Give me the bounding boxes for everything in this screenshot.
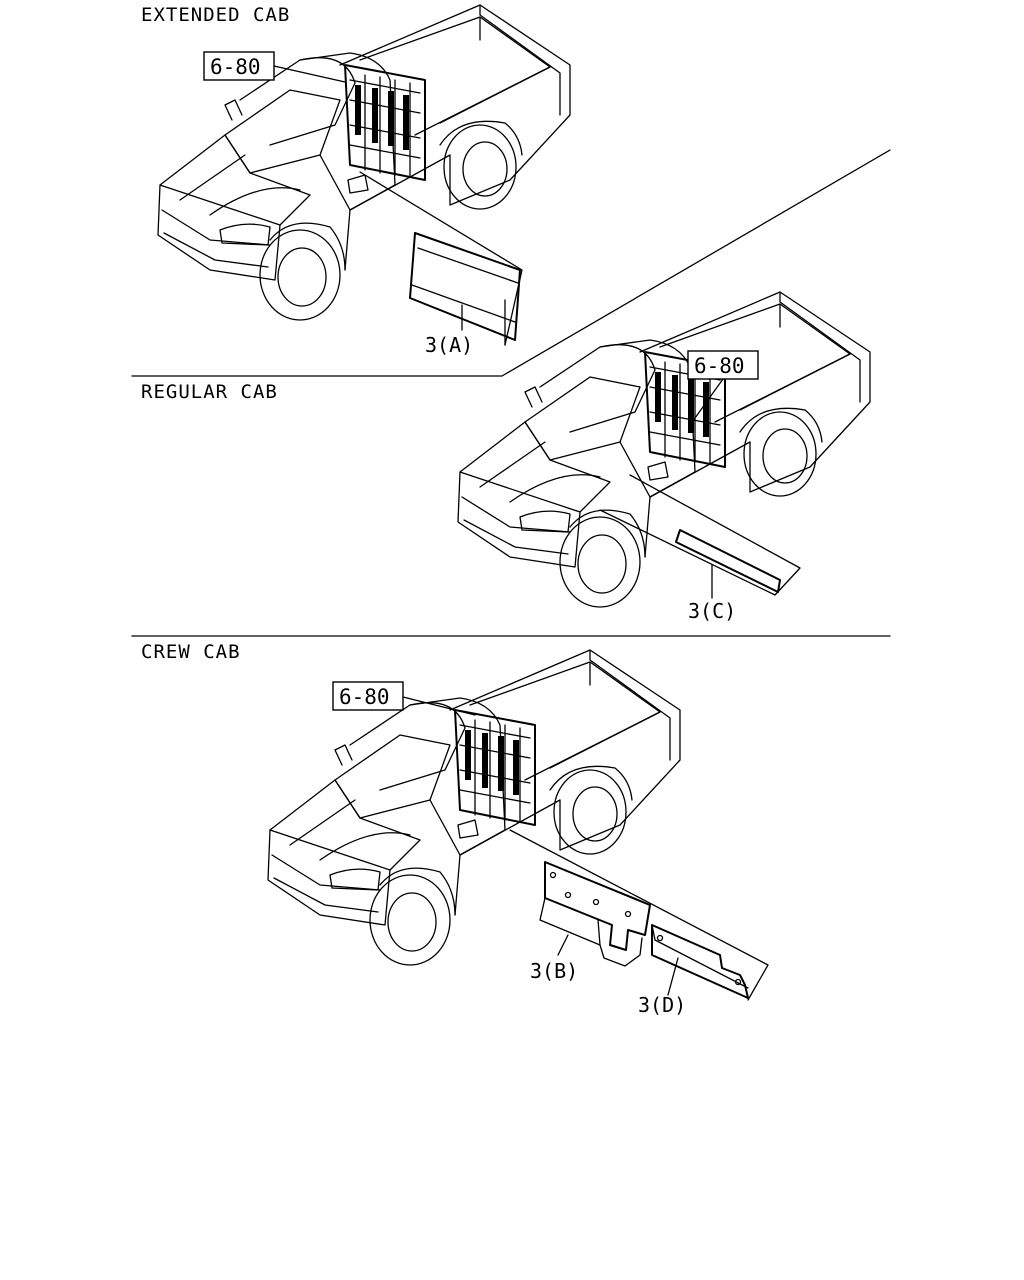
ref-box-regular-cab bbox=[687, 350, 759, 380]
part-label-3b: 3(B) bbox=[530, 959, 578, 983]
ref-label-crew-cab: 6-80 bbox=[339, 685, 390, 709]
truck-regular-cab bbox=[457, 291, 871, 608]
part-area-outline bbox=[509, 829, 769, 1001]
ref-label-extended-cab: 6-80 bbox=[210, 55, 261, 79]
part-3a-panel bbox=[359, 171, 523, 346]
part-label-3a: 3(A) bbox=[425, 333, 473, 357]
truck-crew-cab bbox=[267, 649, 681, 966]
section-title-regular-cab: REGULAR CAB bbox=[141, 381, 278, 403]
section-divider-1 bbox=[131, 149, 891, 377]
part-3c-strip bbox=[599, 474, 801, 596]
part-3d-panel bbox=[651, 924, 749, 999]
part-label-3c: 3(C) bbox=[688, 599, 736, 623]
ref-box-extended-cab bbox=[203, 51, 275, 81]
ref-label-regular-cab: 6-80 bbox=[694, 354, 745, 378]
part-3b-bracket bbox=[539, 861, 651, 967]
part-label-3d: 3(D) bbox=[638, 993, 686, 1017]
section-title-extended-cab: EXTENDED CAB bbox=[141, 4, 290, 26]
section-title-crew-cab: CREW CAB bbox=[141, 641, 241, 663]
ref-box-crew-cab bbox=[332, 681, 404, 711]
